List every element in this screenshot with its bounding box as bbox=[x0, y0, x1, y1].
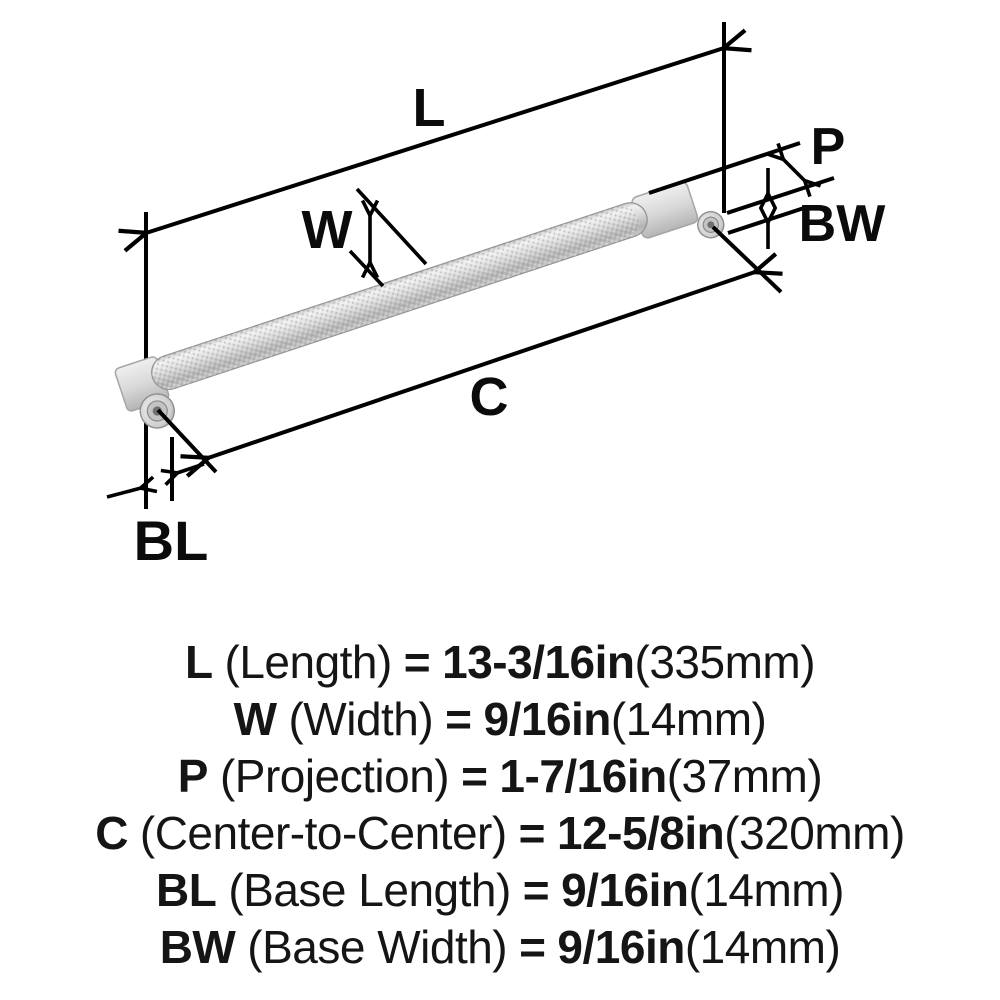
spec-mm-value: (320mm) bbox=[724, 807, 905, 859]
spec-name: (Projection) bbox=[219, 750, 450, 802]
spec-inch-value: 9/16in bbox=[557, 921, 685, 973]
label-l: L bbox=[413, 78, 446, 138]
spec-inch-value: 13-3/16in bbox=[442, 636, 635, 688]
spec-row-center-to-center: C(Center-to-Center)=12-5/8in(320mm) bbox=[0, 805, 1000, 862]
spec-mm-value: (14mm) bbox=[684, 921, 841, 973]
handle-diagram: L W P BW C BL bbox=[106, 22, 887, 572]
spec-name: (Base Width) bbox=[247, 921, 508, 973]
spec-equals: = bbox=[522, 864, 550, 916]
spec-row-base-width: BW(Base Width)=9/16in(14mm) bbox=[0, 919, 1000, 976]
dimension-labels: L W P BW C BL bbox=[134, 78, 887, 572]
dimension-lines bbox=[106, 48, 835, 499]
dim-p-arrow bbox=[783, 159, 805, 181]
spec-equals: = bbox=[445, 693, 472, 745]
dim-w-tick-outer bbox=[355, 187, 428, 266]
dim-w-tick-inner bbox=[348, 249, 385, 288]
spec-mm-value: (14mm) bbox=[688, 864, 845, 916]
dim-bw-line bbox=[727, 206, 805, 235]
spec-code: P bbox=[177, 750, 209, 802]
spec-equals: = bbox=[403, 636, 431, 688]
spec-list: L(Length)=13-3/16in(335mm) W(Width)=9/16… bbox=[0, 634, 1000, 976]
spec-equals: = bbox=[519, 921, 546, 973]
spec-name: (Length) bbox=[224, 636, 393, 688]
spec-code: W bbox=[233, 693, 277, 745]
spec-mm-value: (14mm) bbox=[610, 693, 767, 745]
label-c: C bbox=[470, 367, 509, 427]
spec-equals: = bbox=[461, 750, 488, 802]
spec-code: L bbox=[184, 636, 213, 688]
dim-l-line bbox=[146, 48, 724, 233]
spec-row-length: L(Length)=13-3/16in(335mm) bbox=[0, 634, 1000, 691]
dim-bl-arrow-left bbox=[106, 488, 141, 499]
label-bl: BL bbox=[134, 509, 209, 572]
dim-c-line bbox=[208, 272, 755, 458]
spec-name: (Base Length) bbox=[228, 864, 511, 916]
label-bw: BW bbox=[799, 195, 887, 253]
spec-inch-value: 12-5/8in bbox=[556, 807, 725, 859]
spec-equals: = bbox=[518, 807, 546, 859]
spec-code: BW bbox=[159, 921, 236, 973]
spec-mm-value: (37mm) bbox=[666, 750, 823, 802]
spec-code: C bbox=[95, 807, 128, 859]
dim-bl-arrow-right bbox=[177, 462, 205, 473]
spec-inch-value: 9/16in bbox=[483, 693, 612, 745]
spec-code: BL bbox=[156, 864, 217, 916]
spec-inch-value: 9/16in bbox=[561, 864, 689, 916]
spec-name: (Center-to-Center) bbox=[139, 807, 507, 859]
label-w: W bbox=[302, 200, 353, 260]
dim-c-ext-left bbox=[156, 408, 218, 474]
spec-inch-value: 1-7/16in bbox=[499, 750, 667, 802]
label-p: P bbox=[811, 118, 846, 176]
spec-mm-value: (335mm) bbox=[634, 636, 816, 688]
spec-name: (Width) bbox=[288, 693, 434, 745]
spec-row-base-length: BL(Base Length)=9/16in(14mm) bbox=[0, 862, 1000, 919]
spec-row-projection: P(Projection)=1-7/16in(37mm) bbox=[0, 748, 1000, 805]
spec-row-width: W(Width)=9/16in(14mm) bbox=[0, 691, 1000, 748]
